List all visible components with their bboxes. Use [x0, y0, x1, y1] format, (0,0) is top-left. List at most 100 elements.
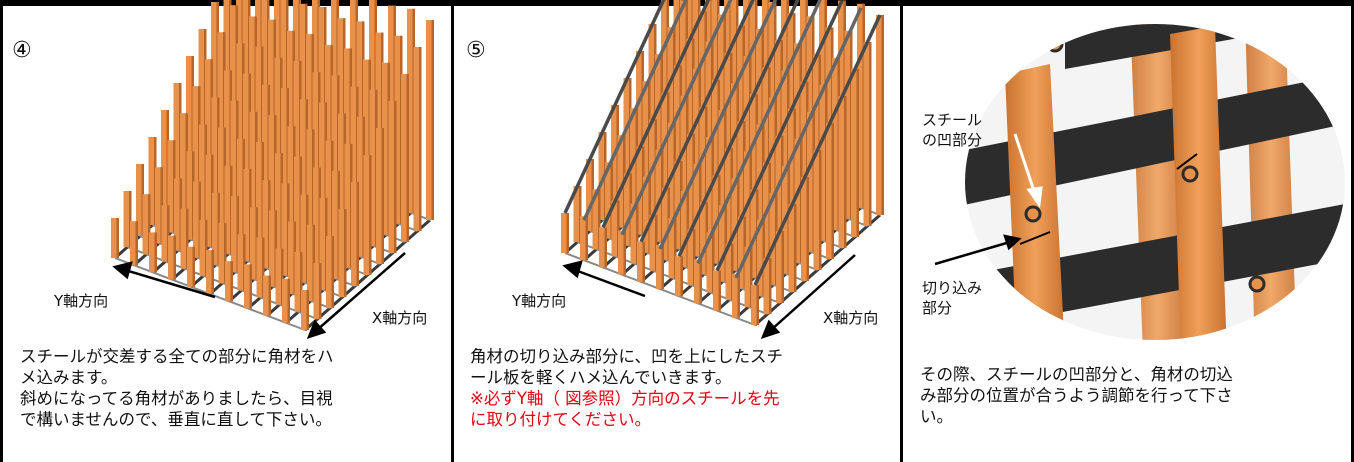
wood-post [319, 197, 328, 290]
wood-post [180, 113, 188, 222]
wood-post [686, 38, 695, 191]
wood-post [781, 70, 790, 227]
wood-post [719, 205, 727, 282]
wood-post [643, 176, 651, 253]
steel-plate [620, 0, 733, 236]
wood-post [136, 164, 144, 236]
wood-post [756, 124, 765, 249]
wood-post [376, 128, 384, 264]
wood-post [630, 203, 639, 264]
wood-post [155, 167, 163, 244]
wood-post [287, 30, 295, 199]
wood-post [193, 181, 201, 258]
wood-post [319, 102, 327, 243]
wood-post [775, 40, 783, 209]
wood-post [363, 155, 372, 275]
wood-post [262, 180, 271, 269]
wood-post [693, 68, 701, 209]
wood-post [636, 146, 645, 235]
wood-post [700, 202, 708, 275]
wood-post [655, 149, 664, 242]
wood-post [763, 258, 772, 314]
wood-post [312, 72, 321, 225]
wood-post [598, 132, 607, 220]
wood-post [388, 101, 397, 253]
wood-post [394, 35, 403, 224]
wood-post [180, 208, 189, 269]
wood-post [674, 160, 683, 249]
wood-post [199, 219, 208, 276]
wood-post [231, 196, 239, 272]
wood-post [275, 248, 284, 305]
wood-post [573, 186, 582, 242]
wood-post [217, 32, 226, 189]
step-4-caption: スチールが交差する全ての部分に角材をハ メ込みます。 斜めになってる角材がありま… [20, 347, 334, 429]
wood-post [681, 191, 689, 267]
wood-post [826, 123, 834, 259]
wood-post [281, 183, 290, 276]
wood-post [357, 116, 365, 257]
wood-post [205, 59, 213, 200]
wood-post [738, 216, 746, 289]
wood-post [161, 205, 170, 262]
wood-post [338, 113, 346, 250]
wood-post [580, 216, 588, 261]
detail-caption: その際、スチールの凹部分と、角材の切込 み部分の位置が合うよう調節を行って下さ … [920, 365, 1233, 426]
wood-post [306, 34, 314, 206]
wood-post [744, 246, 753, 307]
wood-post [230, 100, 239, 225]
wood-post [287, 126, 296, 247]
wood-post [794, 138, 803, 263]
wood-post [243, 169, 252, 261]
wood-post [656, 245, 664, 289]
wood-post [256, 237, 265, 298]
wood-post [218, 127, 226, 236]
wood-post [413, 47, 422, 231]
wood-post [205, 154, 214, 247]
wood-post [605, 162, 613, 239]
wood-post [713, 270, 721, 311]
y-axis-arrow [112, 261, 216, 299]
wood-post [768, 2, 777, 190]
wood-post [863, 42, 872, 226]
wood-post [806, 16, 815, 205]
wood-post [186, 151, 195, 240]
wood-post [211, 97, 220, 218]
step-4-illustration [111, 0, 434, 340]
x-axis-arrow [306, 252, 406, 340]
wood-post [680, 95, 689, 220]
steel-plate [639, 0, 755, 243]
wood-post [756, 29, 764, 201]
steel-plate [582, 0, 688, 221]
wood-post [800, 81, 809, 234]
wood-post [737, 25, 745, 194]
wood-post [149, 232, 157, 273]
wood-post [675, 256, 683, 297]
wood-post [225, 261, 233, 302]
wood-post [369, 89, 378, 246]
wood-post [218, 223, 227, 283]
wood-post [661, 0, 669, 165]
wood-post [649, 214, 658, 271]
panel-detail-frame [900, 0, 1354, 462]
wood-post [167, 140, 176, 233]
steel-plate [696, 0, 822, 265]
wood-post [243, 73, 251, 214]
wood-post [211, 2, 219, 170]
y-axis-label-5: Y軸方向 [512, 292, 567, 310]
wood-post [344, 48, 352, 221]
wood-post [263, 275, 271, 316]
notch-callout-arrow [1013, 133, 1043, 208]
wood-post [801, 177, 809, 281]
wood-post [281, 88, 289, 228]
wood-post [161, 110, 169, 214]
wood-post [680, 0, 688, 173]
step-5-caption: 角材の切り込み部分に、凹を上にしたスチ ール板を軽くハメ込んでいきます。 ※必ず… [470, 347, 784, 429]
step-5-illustration [561, 0, 884, 340]
wood-post [794, 43, 802, 216]
wood-post [787, 13, 796, 198]
wood-post [807, 111, 815, 252]
wood-post [788, 108, 796, 245]
wood-post [192, 86, 201, 211]
wood-post [375, 32, 384, 217]
